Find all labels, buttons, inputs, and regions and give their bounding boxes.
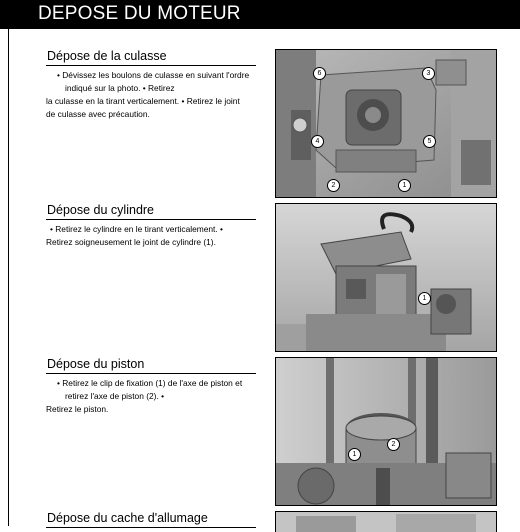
instruction-line: • Retirez le clip de fixation (1) de l'a… <box>57 378 243 388</box>
section-instructions: • Dévissez les boulons de culasse en sui… <box>46 69 256 121</box>
callout-marker: 6 <box>313 67 326 80</box>
page-title: DEPOSE DU MOTEUR <box>38 3 241 24</box>
instruction-line: • Dévissez les boulons de culasse en sui… <box>57 70 250 80</box>
photo-piston <box>275 357 497 506</box>
section-title: Dépose de la culasse <box>46 48 256 66</box>
section-cylinder-removal: Dépose du cylindre • Retirez le cylindre… <box>46 202 256 249</box>
section-ignition-cover-removal: Dépose du cache d'allumage <box>46 510 256 528</box>
photo-cylinder <box>275 203 497 352</box>
callout-marker: 1 <box>398 179 411 192</box>
callout-marker: 5 <box>423 135 436 148</box>
callout-marker: 2 <box>387 438 400 451</box>
photo-ignition-cover <box>275 511 497 532</box>
callout-marker: 2 <box>327 179 340 192</box>
section-title: Dépose du cache d'allumage <box>46 510 256 528</box>
instruction-line: indiqué sur la photo. • Retirez <box>65 83 175 93</box>
section-title: Dépose du cylindre <box>46 202 256 220</box>
instruction-line: Retirez soigneusement le joint de cylind… <box>46 237 216 247</box>
callout-marker: 4 <box>311 135 324 148</box>
instruction-line: • Retirez le cylindre en le tirant verti… <box>50 224 223 234</box>
instruction-line: la culasse en la tirant verticalement. •… <box>46 96 240 106</box>
instruction-line: Retirez le piston. <box>46 404 109 414</box>
callout-marker: 1 <box>348 448 361 461</box>
callout-marker: 1 <box>418 292 431 305</box>
callout-marker: 3 <box>422 67 435 80</box>
left-margin-rule <box>8 29 9 526</box>
photo-cylinder-head <box>275 49 497 198</box>
page-header: DEPOSE DU MOTEUR <box>0 0 520 29</box>
section-instructions: • Retirez le clip de fixation (1) de l'a… <box>46 377 256 416</box>
instruction-line: de culasse avec précaution. <box>46 109 150 119</box>
section-piston-removal: Dépose du piston • Retirez le clip de fi… <box>46 356 256 416</box>
section-title: Dépose du piston <box>46 356 256 374</box>
instruction-line: retirez l'axe de piston (2). • <box>65 391 165 401</box>
section-instructions: • Retirez le cylindre en le tirant verti… <box>46 223 256 249</box>
section-cylinder-head-removal: Dépose de la culasse • Dévissez les boul… <box>46 48 256 121</box>
